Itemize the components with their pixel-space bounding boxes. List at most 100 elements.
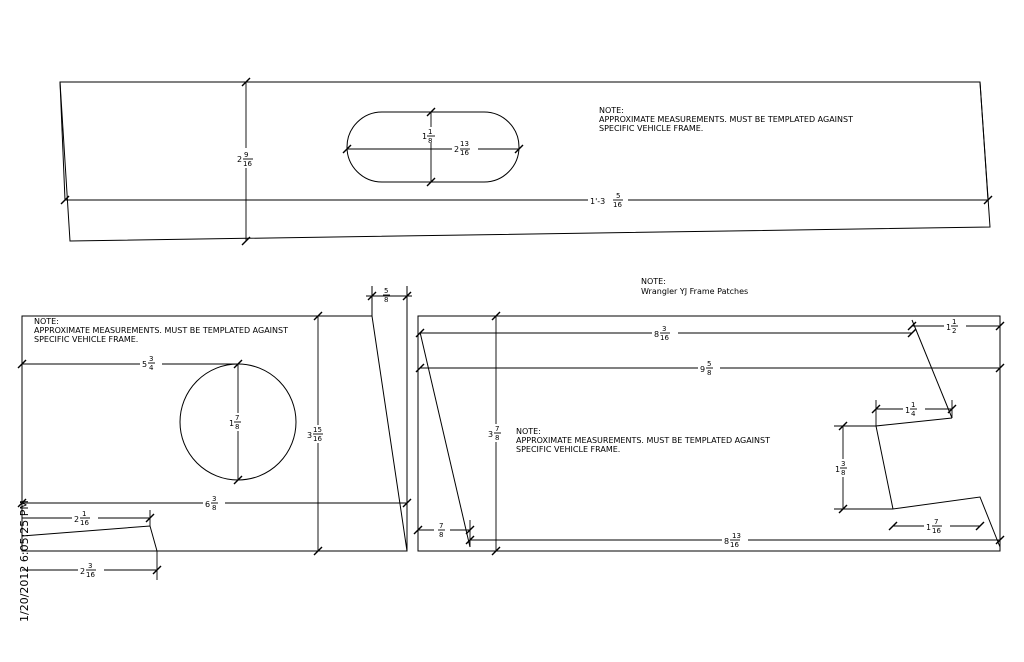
right-patch-left-diagonal bbox=[419, 331, 471, 548]
svg-text:5: 5 bbox=[384, 287, 388, 295]
svg-text:9: 9 bbox=[244, 151, 248, 159]
plot-timestamp: 1/20/2012 6:05:25 PM bbox=[18, 500, 31, 622]
svg-text:16: 16 bbox=[313, 435, 322, 443]
svg-text:16: 16 bbox=[243, 160, 252, 168]
left-patch-notch bbox=[21, 525, 158, 552]
dim-top-length: 1'-3 5 16 bbox=[590, 192, 623, 209]
svg-text:3: 3 bbox=[307, 431, 312, 440]
svg-text:13: 13 bbox=[732, 532, 741, 540]
svg-text:3: 3 bbox=[662, 325, 666, 333]
note-left: NOTE: APPROXIMATE MEASUREMENTS. MUST BE … bbox=[34, 317, 288, 344]
top-patch-right-edge-extension bbox=[979, 81, 989, 201]
dim-left-height: 3 15 16 bbox=[307, 426, 323, 443]
dim-hole-diameter: 1 7 8 bbox=[229, 414, 241, 431]
dim-right-bottom: 8 13 16 bbox=[724, 532, 741, 549]
top-patch-left-edge-extension bbox=[59, 81, 66, 201]
svg-text:3: 3 bbox=[488, 430, 493, 439]
svg-text:2: 2 bbox=[454, 145, 459, 154]
dim-slot-height: 1 1 8 bbox=[422, 128, 435, 145]
svg-text:1'-3: 1'-3 bbox=[590, 197, 605, 206]
svg-text:16: 16 bbox=[932, 527, 941, 535]
note-top: NOTE: APPROXIMATE MEASUREMENTS. MUST BE … bbox=[599, 106, 853, 133]
svg-text:15: 15 bbox=[313, 426, 322, 434]
svg-text:16: 16 bbox=[730, 541, 739, 549]
dim-right-overall: 9 5 8 bbox=[700, 360, 713, 377]
svg-text:7: 7 bbox=[439, 522, 443, 530]
svg-text:1: 1 bbox=[835, 465, 840, 474]
svg-text:1: 1 bbox=[911, 401, 915, 409]
svg-text:3: 3 bbox=[149, 355, 153, 363]
svg-text:NOTE:: NOTE: bbox=[516, 427, 541, 436]
svg-text:APPROXIMATE MEASUREMENTS. MUS: APPROXIMATE MEASUREMENTS. MUST BE TEMPLA… bbox=[599, 115, 853, 124]
svg-text:1: 1 bbox=[946, 323, 951, 332]
svg-text:5: 5 bbox=[707, 360, 711, 368]
dim-right-left-bottom: 7 8 bbox=[438, 522, 445, 539]
dim-right-step-width: 1 1 4 bbox=[905, 401, 917, 418]
svg-text:16: 16 bbox=[86, 571, 95, 579]
svg-text:APPROXIMATE MEASUREMENTS. MUS: APPROXIMATE MEASUREMENTS. MUST BE TEMPLA… bbox=[34, 326, 288, 335]
svg-text:3: 3 bbox=[841, 460, 845, 468]
dim-top-height: 2 9 16 bbox=[237, 151, 253, 168]
note-right: NOTE: APPROXIMATE MEASUREMENTS. MUST BE … bbox=[516, 427, 770, 454]
svg-text:NOTE:: NOTE: bbox=[34, 317, 59, 326]
svg-text:2: 2 bbox=[74, 515, 79, 524]
dim-right-bottom-right: 1 7 16 bbox=[926, 518, 942, 535]
dimension-labels: 2 9 16 1'-3 5 16 1 1 8 2 13 16 5 8 bbox=[74, 128, 958, 579]
dim-left-width: 6 3 8 bbox=[205, 495, 218, 512]
svg-text:3: 3 bbox=[212, 495, 216, 503]
dim-right-top-inner: 8 3 16 bbox=[654, 325, 670, 342]
svg-text:1: 1 bbox=[952, 318, 956, 326]
svg-text:8: 8 bbox=[841, 469, 845, 477]
right-patch-frame bbox=[417, 315, 1001, 552]
svg-text:16: 16 bbox=[613, 201, 622, 209]
top-patch-outline bbox=[59, 81, 991, 242]
svg-text:8: 8 bbox=[724, 537, 729, 546]
svg-text:9: 9 bbox=[700, 365, 705, 374]
note-wrangler: NOTE: Wrangler YJ Frame Patches bbox=[641, 277, 748, 296]
svg-text:NOTE:: NOTE: bbox=[641, 277, 666, 286]
svg-text:8: 8 bbox=[428, 137, 432, 145]
svg-text:1: 1 bbox=[82, 510, 86, 518]
svg-text:8: 8 bbox=[384, 296, 388, 304]
svg-text:1: 1 bbox=[926, 523, 931, 532]
svg-text:6: 6 bbox=[205, 500, 210, 509]
right-patch bbox=[413, 311, 1005, 556]
svg-text:8: 8 bbox=[235, 423, 239, 431]
svg-text:1: 1 bbox=[229, 419, 234, 428]
svg-text:2: 2 bbox=[80, 567, 85, 576]
svg-text:NOTE:: NOTE: bbox=[599, 106, 624, 115]
dim-notch-b: 2 3 16 bbox=[80, 562, 96, 579]
svg-text:7: 7 bbox=[235, 414, 239, 422]
svg-text:5: 5 bbox=[616, 192, 620, 200]
svg-text:Wrangler YJ Frame Patches: Wrangler YJ Frame Patches bbox=[641, 287, 748, 296]
svg-text:8: 8 bbox=[654, 330, 659, 339]
svg-text:SPECIFIC VEHICLE FRAME.: SPECIFIC VEHICLE FRAME. bbox=[599, 124, 703, 133]
svg-text:4: 4 bbox=[149, 364, 154, 372]
svg-text:16: 16 bbox=[660, 334, 669, 342]
svg-text:8: 8 bbox=[495, 434, 499, 442]
svg-text:7: 7 bbox=[934, 518, 938, 526]
dim-notch-a: 2 1 16 bbox=[74, 510, 90, 527]
dim-slot-width: 2 13 16 bbox=[454, 140, 470, 157]
svg-text:13: 13 bbox=[460, 140, 469, 148]
svg-text:1: 1 bbox=[905, 406, 910, 415]
dim-right-top-right: 1 1 2 bbox=[946, 318, 958, 335]
svg-text:1: 1 bbox=[428, 128, 432, 136]
dim-right-step-height: 1 3 8 bbox=[835, 460, 847, 477]
svg-text:2: 2 bbox=[237, 155, 242, 164]
svg-text:8: 8 bbox=[439, 531, 443, 539]
svg-text:APPROXIMATE MEASUREMENTS. MUS: APPROXIMATE MEASUREMENTS. MUST BE TEMPLA… bbox=[516, 436, 770, 445]
dim-left-top-offset: 5 8 bbox=[383, 287, 390, 304]
svg-text:16: 16 bbox=[80, 519, 89, 527]
top-patch bbox=[59, 77, 993, 246]
svg-text:SPECIFIC VEHICLE FRAME.: SPECIFIC VEHICLE FRAME. bbox=[34, 335, 138, 344]
svg-text:4: 4 bbox=[911, 410, 916, 418]
svg-text:2: 2 bbox=[952, 327, 956, 335]
svg-text:3: 3 bbox=[88, 562, 92, 570]
svg-text:5: 5 bbox=[142, 360, 147, 369]
svg-text:7: 7 bbox=[495, 425, 499, 433]
top-patch-slot bbox=[346, 111, 520, 183]
dim-right-height: 3 7 8 bbox=[488, 425, 501, 442]
svg-text:1: 1 bbox=[422, 132, 427, 141]
svg-text:8: 8 bbox=[707, 369, 711, 377]
